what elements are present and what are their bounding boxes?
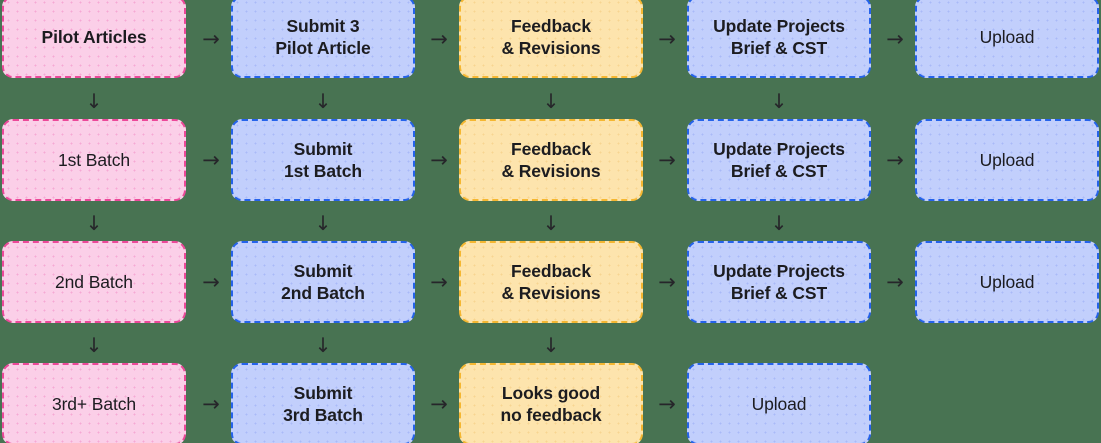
arrow-right-r4c1-r4c2: → bbox=[202, 391, 220, 416]
arrow-right-r3c2-r3c3: → bbox=[430, 269, 448, 294]
arrow-right-r3c4-r3c5: → bbox=[886, 269, 904, 294]
node-feedback-revisions-row1[interactable]: Feedback & Revisions bbox=[459, 0, 643, 78]
node-submit-2nd-batch[interactable]: Submit 2nd Batch bbox=[231, 241, 415, 323]
arrow-right-r3c3-r3c4: → bbox=[658, 269, 676, 294]
node-feedback-revisions-row3[interactable]: Feedback & Revisions bbox=[459, 241, 643, 323]
node-1st-batch[interactable]: 1st Batch bbox=[2, 119, 186, 201]
arrow-down-c2-r1-r2: ↓ bbox=[314, 89, 332, 113]
arrow-right-r3c1-r3c2: → bbox=[202, 269, 220, 294]
node-feedback-revisions-row2[interactable]: Feedback & Revisions bbox=[459, 119, 643, 201]
arrow-right-r2c1-r2c2: → bbox=[202, 147, 220, 172]
arrow-down-c3-r2-r3: ↓ bbox=[542, 211, 560, 235]
node-looks-good-no-feedback[interactable]: Looks good no feedback bbox=[459, 363, 643, 443]
arrow-down-c2-r3-r4: ↓ bbox=[314, 333, 332, 357]
arrow-right-r1c1-r1c2: → bbox=[202, 26, 220, 51]
node-upload-row2[interactable]: Upload bbox=[915, 119, 1099, 201]
node-3rd-plus-batch[interactable]: 3rd+ Batch bbox=[2, 363, 186, 443]
arrow-down-c3-r3-r4: ↓ bbox=[542, 333, 560, 357]
node-upload-row3[interactable]: Upload bbox=[915, 241, 1099, 323]
arrow-right-r4c3-r4c4: → bbox=[658, 391, 676, 416]
node-upload-row1[interactable]: Upload bbox=[915, 0, 1099, 78]
node-update-projects-brief-cst-row3[interactable]: Update Projects Brief & CST bbox=[687, 241, 871, 323]
arrow-down-c1-r2-r3: ↓ bbox=[85, 211, 103, 235]
node-submit-3rd-batch[interactable]: Submit 3rd Batch bbox=[231, 363, 415, 443]
arrow-down-c4-r2-r3: ↓ bbox=[770, 211, 788, 235]
arrow-right-r1c2-r1c3: → bbox=[430, 26, 448, 51]
arrow-right-r1c3-r1c4: → bbox=[658, 26, 676, 51]
node-upload-row4[interactable]: Upload bbox=[687, 363, 871, 443]
node-pilot-articles[interactable]: Pilot Articles bbox=[2, 0, 186, 78]
node-submit-3-pilot-article[interactable]: Submit 3 Pilot Article bbox=[231, 0, 415, 78]
node-submit-1st-batch[interactable]: Submit 1st Batch bbox=[231, 119, 415, 201]
arrow-right-r4c2-r4c3: → bbox=[430, 391, 448, 416]
arrow-right-r1c4-r1c5: → bbox=[886, 26, 904, 51]
node-update-projects-brief-cst-row1[interactable]: Update Projects Brief & CST bbox=[687, 0, 871, 78]
arrow-right-r2c4-r2c5: → bbox=[886, 147, 904, 172]
node-update-projects-brief-cst-row2[interactable]: Update Projects Brief & CST bbox=[687, 119, 871, 201]
arrow-down-c3-r1-r2: ↓ bbox=[542, 89, 560, 113]
arrow-right-r2c2-r2c3: → bbox=[430, 147, 448, 172]
arrow-down-c2-r2-r3: ↓ bbox=[314, 211, 332, 235]
arrow-down-c1-r3-r4: ↓ bbox=[85, 333, 103, 357]
arrow-down-c1-r1-r2: ↓ bbox=[85, 89, 103, 113]
arrow-right-r2c3-r2c4: → bbox=[658, 147, 676, 172]
arrow-down-c4-r1-r2: ↓ bbox=[770, 89, 788, 113]
node-2nd-batch[interactable]: 2nd Batch bbox=[2, 241, 186, 323]
